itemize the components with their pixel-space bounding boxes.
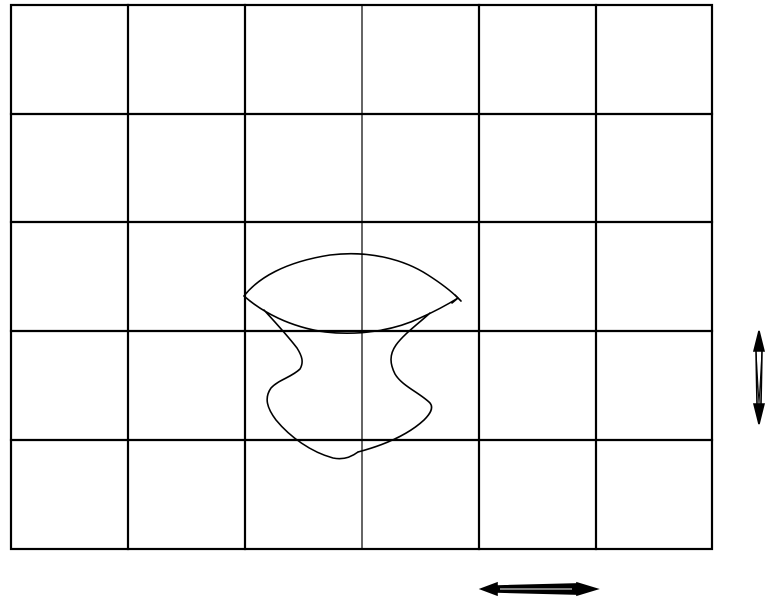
background [0,0,765,601]
grid-diagram [0,0,765,601]
